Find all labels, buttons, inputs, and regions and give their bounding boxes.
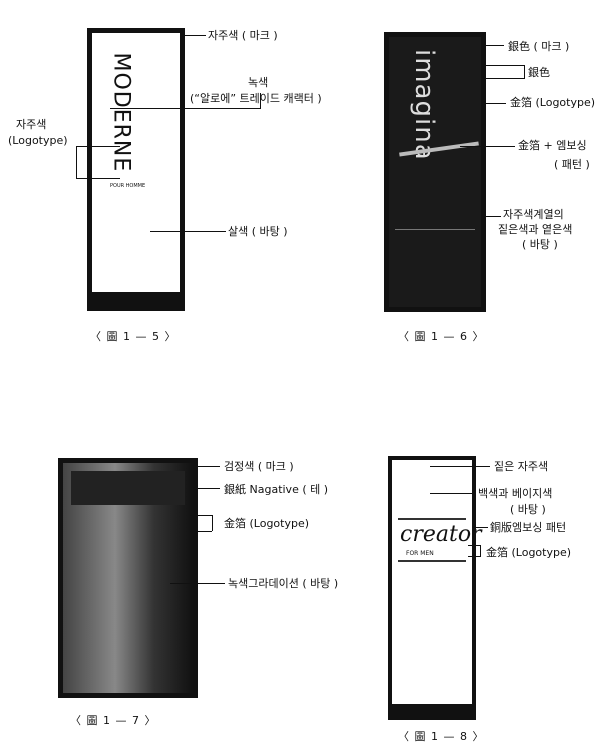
label: 金箔 (Logotype): [510, 96, 596, 109]
package-illustration: imagina: [384, 32, 486, 312]
label: 金箔 (Logotype): [486, 546, 572, 559]
label: 짙은 자주색: [494, 460, 549, 473]
label: 銀紙 Nagative ( 테 ): [224, 483, 329, 496]
package-illustration: creator FOR MEN: [388, 456, 482, 720]
label: 녹색그라데이션 ( 바탕 ): [228, 577, 339, 590]
label: 살색 ( 바탕 ): [228, 225, 288, 238]
label: 자주색: [16, 118, 47, 131]
label: 자주색계열의: [503, 208, 564, 221]
figure-caption: 〈 圖 1 — 8 〉: [398, 730, 485, 743]
label: 백색과 베이지색: [478, 487, 553, 500]
product-logotype: creator: [400, 522, 482, 547]
label: ( 바탕 ): [510, 503, 546, 516]
label: (Logotype): [8, 134, 68, 147]
figure-caption: 〈 圖 1 — 5 〉: [90, 330, 177, 343]
label: (“알로에” 트레이드 캐랙터 ): [190, 92, 322, 105]
package-illustration: [58, 458, 198, 698]
label: 銀色: [528, 66, 550, 79]
package-small-text: POUR HOMME: [110, 183, 146, 189]
label: ( 패턴 ): [554, 158, 590, 171]
label: 녹색: [248, 76, 269, 89]
label: 짙은색과 옅은색: [498, 223, 573, 236]
figure-caption: 〈 圖 1 — 6 〉: [398, 330, 485, 343]
package-illustration: MODERNE POUR HOMME: [87, 28, 185, 311]
figure-caption: 〈 圖 1 — 7 〉: [70, 714, 157, 727]
label: 자주색 ( 마크 ): [208, 29, 278, 42]
label: 검정색 ( 마크 ): [224, 460, 294, 473]
label: 金箔 (Logotype): [224, 517, 310, 530]
product-logotype: imagina: [409, 49, 439, 161]
label: 銀色 ( 마크 ): [508, 40, 570, 53]
label: 金箔 + 엠보싱: [518, 139, 587, 152]
package-small-text: FOR MEN: [406, 550, 434, 557]
label: ( 바탕 ): [522, 238, 558, 251]
label: 銅版엠보싱 패턴: [490, 521, 567, 534]
